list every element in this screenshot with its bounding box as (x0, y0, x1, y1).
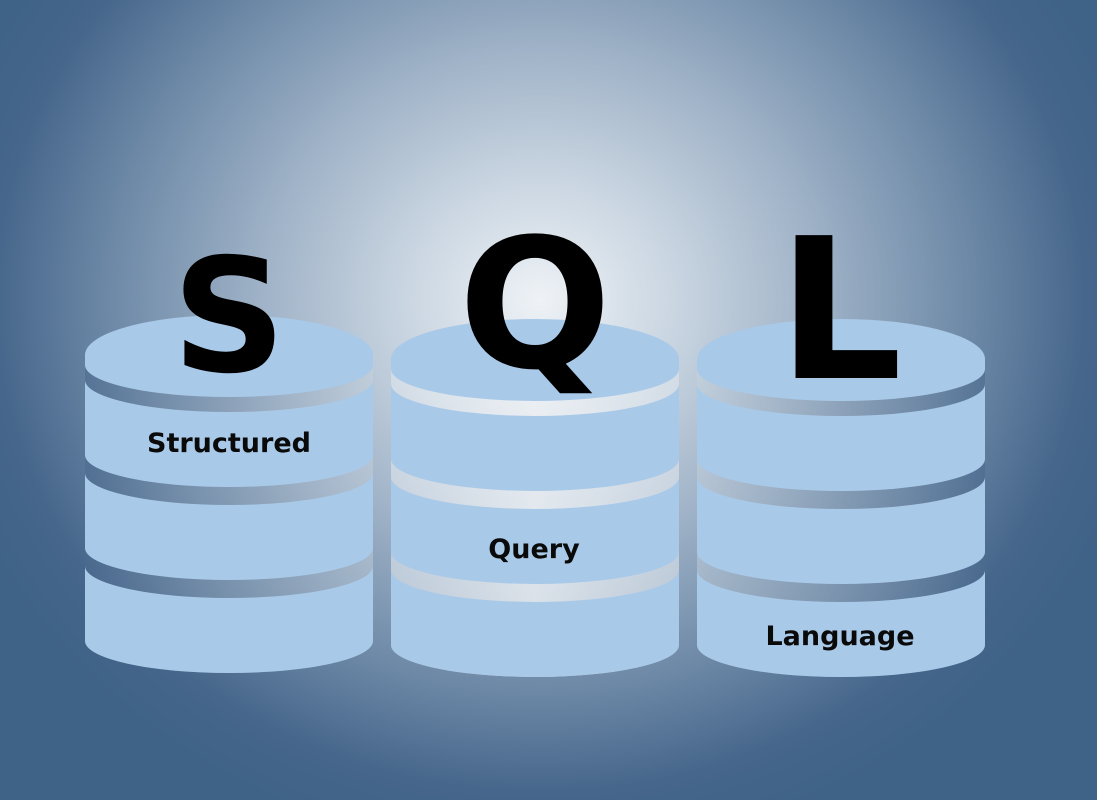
label-structured: Structured (147, 428, 311, 459)
database-cylinder-icon (697, 319, 985, 677)
label-language: Language (765, 621, 914, 652)
database-cylinder-icon (391, 319, 679, 677)
label-query: Query (488, 534, 580, 565)
letter-q: Q (458, 201, 611, 410)
database-cylinder-icon (85, 315, 373, 673)
letter-l: L (778, 197, 903, 425)
letter-s: S (172, 225, 286, 409)
